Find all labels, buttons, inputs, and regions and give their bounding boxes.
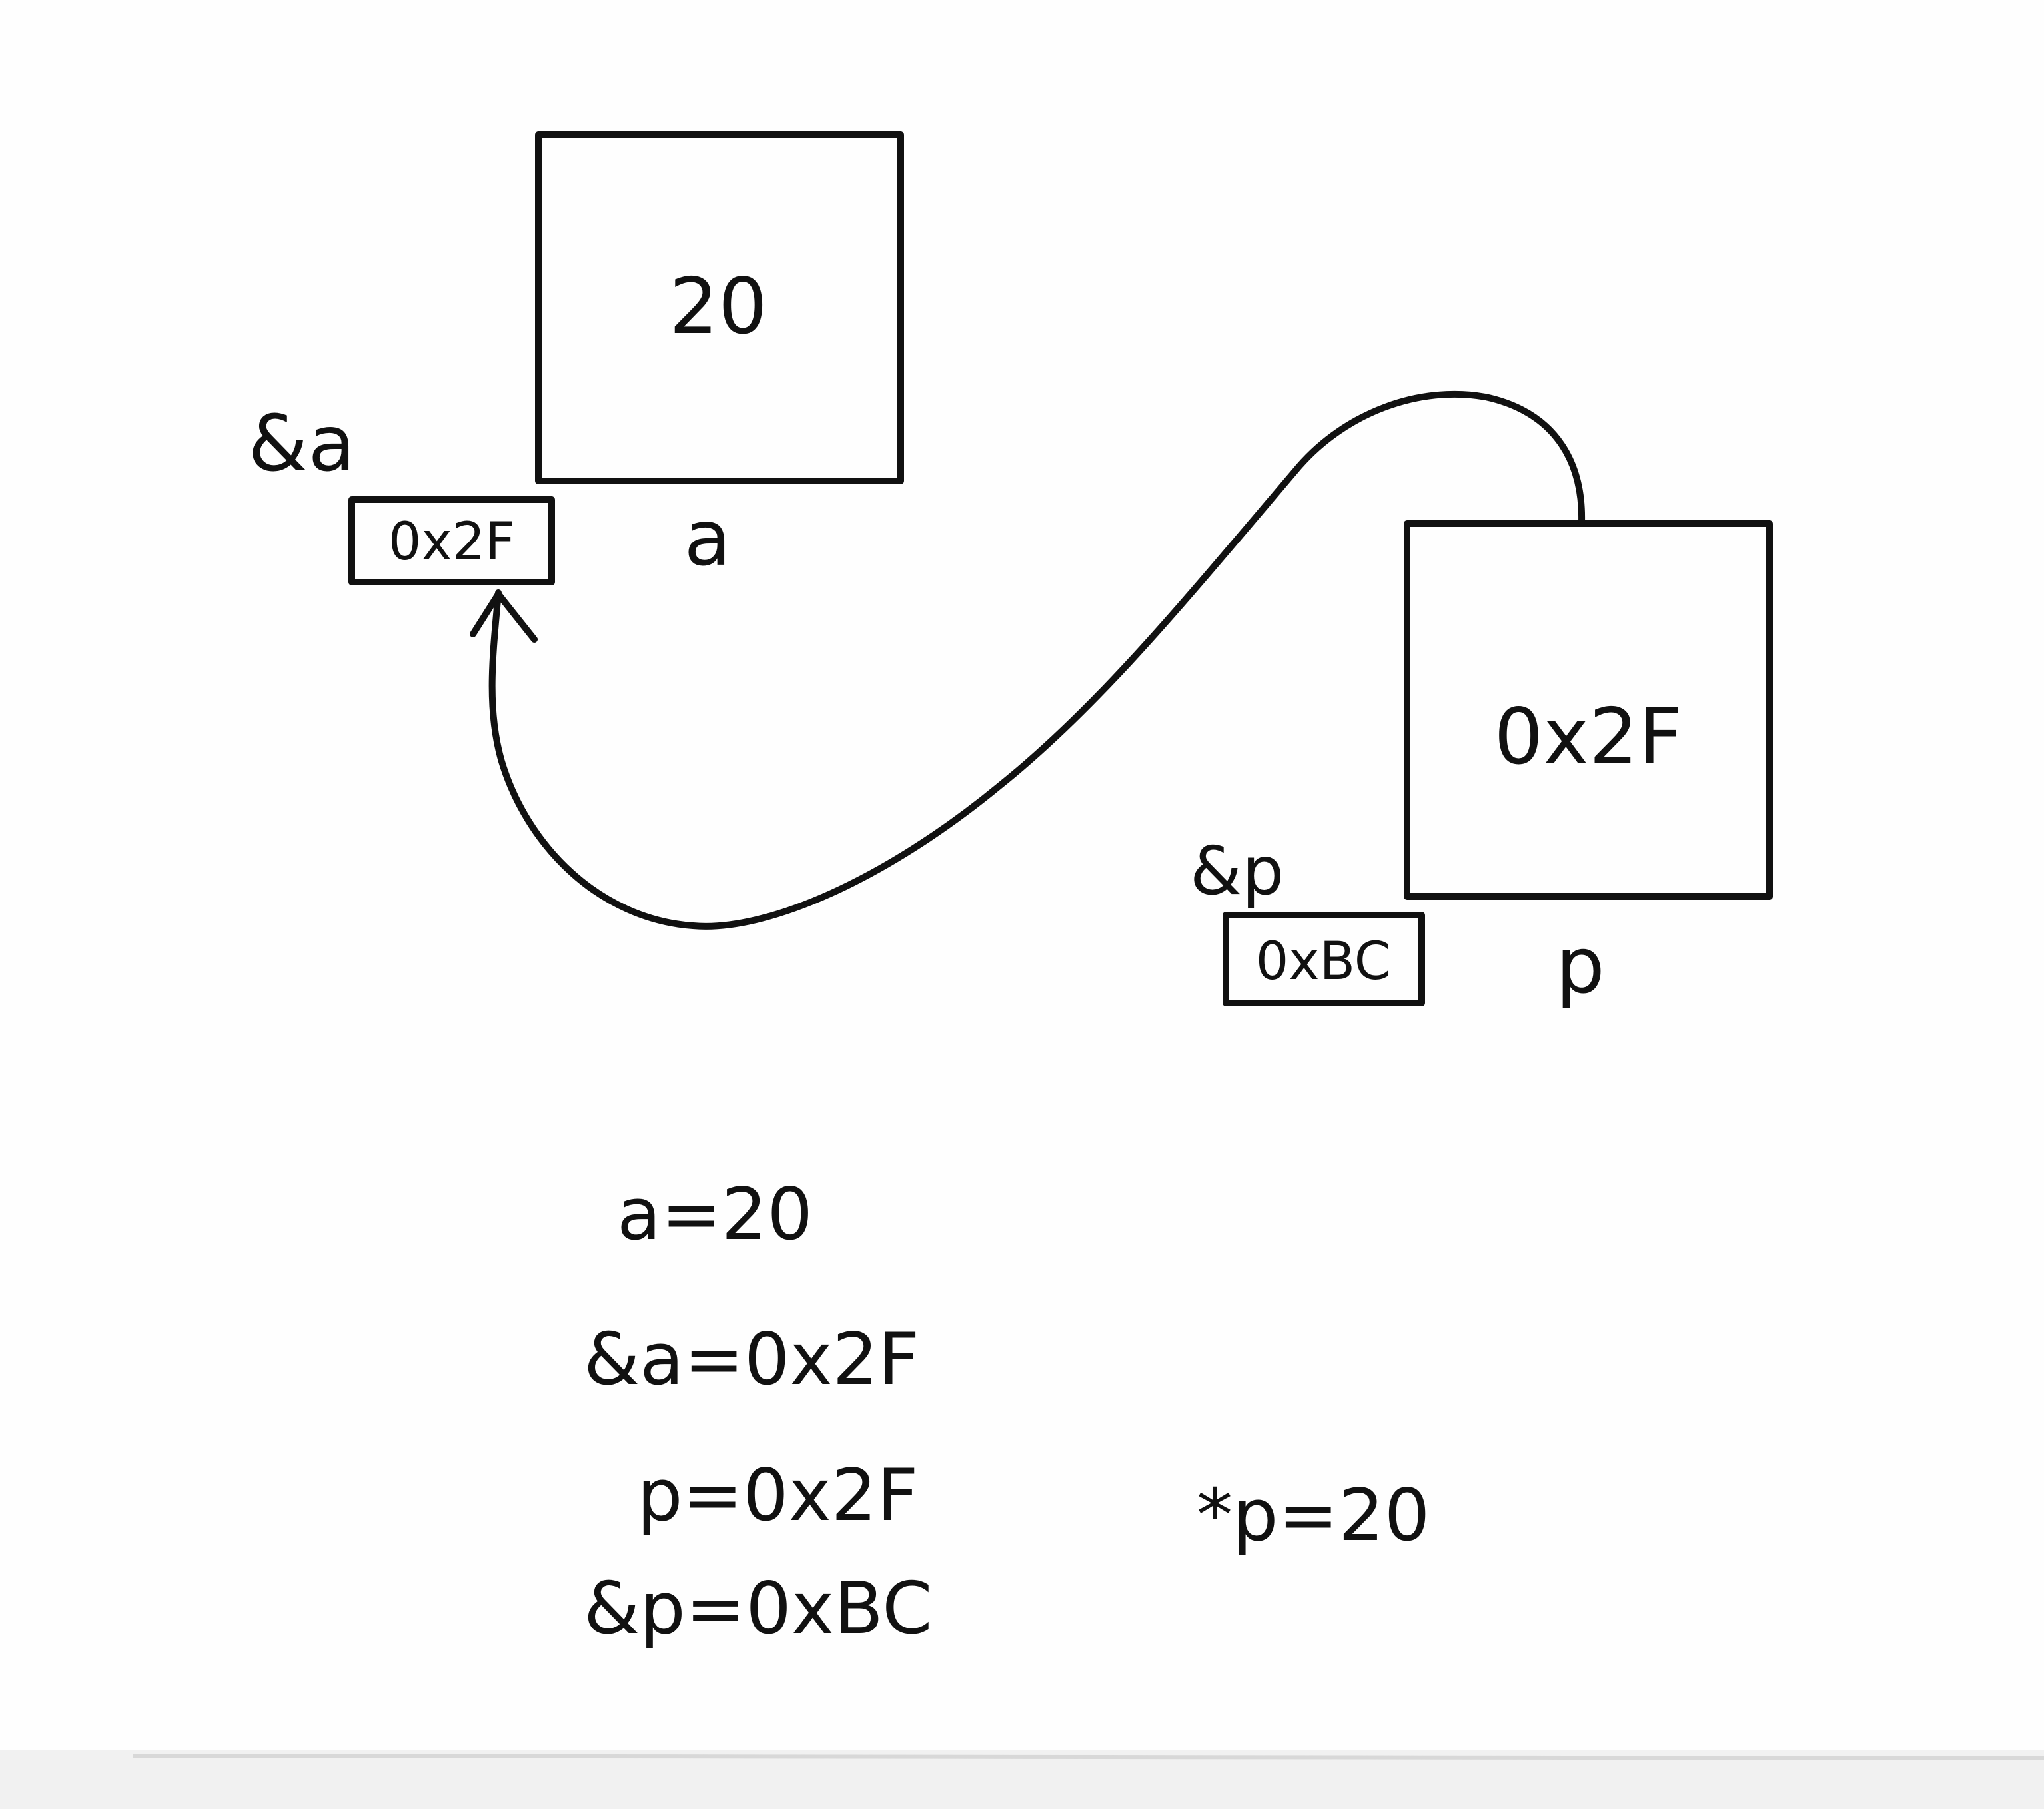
- var-p-value: 0x2F: [1494, 692, 1683, 782]
- paper-fold-line: [133, 1754, 2044, 1760]
- equation-p: p=0x2F: [637, 1454, 919, 1537]
- var-a-name: a: [684, 494, 731, 583]
- paper-bottom-edge: [0, 1750, 2044, 1809]
- var-a-box: [535, 131, 904, 484]
- var-p-name: p: [1556, 921, 1605, 1011]
- equation-deref-p: *p=20: [1197, 1474, 1430, 1557]
- pointer-arrowhead: [470, 591, 538, 643]
- pointer-arrow-line: [488, 390, 1586, 930]
- var-p-address-box: [1223, 912, 1425, 1006]
- var-a-address-label: &a: [248, 399, 356, 489]
- equation-address-a: &a=0x2F: [584, 1318, 919, 1401]
- equation-address-p: &p=0xBC: [584, 1567, 933, 1650]
- var-p-address-label: &p: [1190, 832, 1284, 910]
- var-a-address-box: [348, 496, 555, 585]
- var-p-box: [1404, 520, 1773, 900]
- var-p-address: 0xBC: [1256, 932, 1390, 992]
- equation-a: a=20: [617, 1173, 813, 1256]
- var-a-value: 20: [669, 262, 767, 352]
- var-a-address: 0x2F: [388, 512, 515, 572]
